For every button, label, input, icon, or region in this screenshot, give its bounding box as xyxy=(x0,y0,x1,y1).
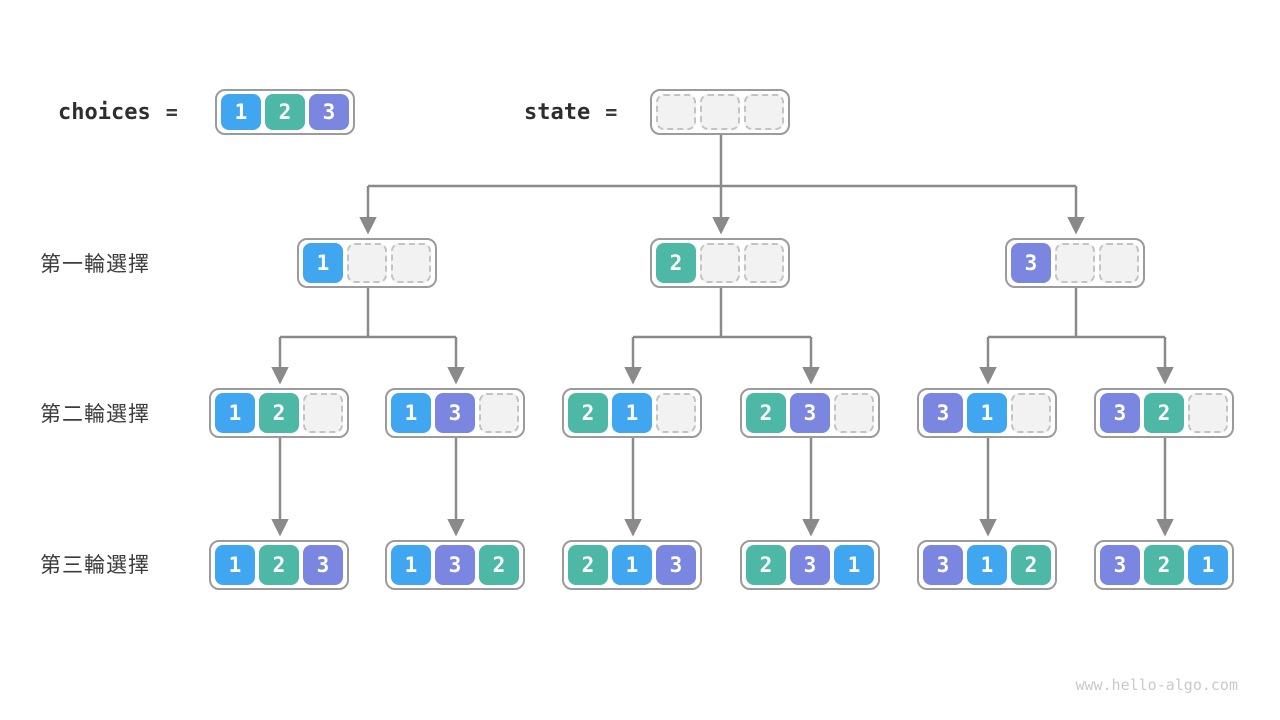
value-cell: 2 xyxy=(656,243,696,283)
watermark: www.hello-algo.com xyxy=(1075,676,1238,694)
value-cell: 1 xyxy=(303,243,343,283)
empty-cell xyxy=(391,243,431,283)
value-cell: 2 xyxy=(568,545,608,585)
value-cell: 1 xyxy=(967,545,1007,585)
empty-cell xyxy=(1188,393,1228,433)
value-cell: 3 xyxy=(923,393,963,433)
value-cell: 2 xyxy=(1144,545,1184,585)
value-cell: 3 xyxy=(1100,393,1140,433)
state-expression: state = xyxy=(524,89,617,135)
value-cell: 1 xyxy=(834,545,874,585)
choices-label: choices xyxy=(58,99,151,125)
state-node-1: 1 xyxy=(297,238,437,288)
empty-cell xyxy=(656,393,696,433)
state-node-3: 3 xyxy=(1005,238,1145,288)
value-cell: 2 xyxy=(1144,393,1184,433)
value-cell: 3 xyxy=(790,393,830,433)
value-cell: 2 xyxy=(479,545,519,585)
value-cell: 1 xyxy=(391,393,431,433)
empty-cell xyxy=(303,393,343,433)
value-cell: 2 xyxy=(746,393,786,433)
value-cell: 1 xyxy=(967,393,1007,433)
value-cell: 3 xyxy=(435,545,475,585)
value-cell: 3 xyxy=(1100,545,1140,585)
value-cell: 2 xyxy=(746,545,786,585)
round-2-label: 第二輪選擇 xyxy=(40,402,150,426)
state-label: state xyxy=(524,99,591,125)
state-array xyxy=(650,89,790,135)
choices-expression: choices = xyxy=(58,89,178,135)
empty-cell xyxy=(479,393,519,433)
value-cell: 2 xyxy=(259,393,299,433)
empty-cell xyxy=(347,243,387,283)
value-cell: 3 xyxy=(303,545,343,585)
empty-cell xyxy=(744,94,784,130)
value-cell: 1 xyxy=(391,545,431,585)
empty-cell xyxy=(744,243,784,283)
empty-cell xyxy=(1099,243,1139,283)
value-cell: 1 xyxy=(1188,545,1228,585)
value-cell: 3 xyxy=(1011,243,1051,283)
empty-cell xyxy=(834,393,874,433)
value-cell: 2 xyxy=(259,545,299,585)
empty-cell xyxy=(700,243,740,283)
empty-cell xyxy=(700,94,740,130)
value-cell: 1 xyxy=(612,393,652,433)
value-cell: 3 xyxy=(435,393,475,433)
empty-cell xyxy=(1055,243,1095,283)
value-cell: 3 xyxy=(923,545,963,585)
value-cell: 1 xyxy=(215,545,255,585)
value-cell: 3 xyxy=(656,545,696,585)
state-node-2: 2 xyxy=(650,238,790,288)
equals-sign: = xyxy=(165,100,178,124)
value-cell: 2 xyxy=(568,393,608,433)
value-cell: 3 xyxy=(309,94,349,130)
value-cell: 2 xyxy=(265,94,305,130)
empty-cell xyxy=(656,94,696,130)
value-cell: 3 xyxy=(790,545,830,585)
equals-sign: = xyxy=(605,100,618,124)
round-1-label: 第一輪選擇 xyxy=(40,252,150,276)
empty-cell xyxy=(1011,393,1051,433)
value-cell: 2 xyxy=(1011,545,1051,585)
value-cell: 1 xyxy=(612,545,652,585)
value-cell: 1 xyxy=(215,393,255,433)
value-cell: 1 xyxy=(221,94,261,130)
round-3-label: 第三輪選擇 xyxy=(40,553,150,577)
